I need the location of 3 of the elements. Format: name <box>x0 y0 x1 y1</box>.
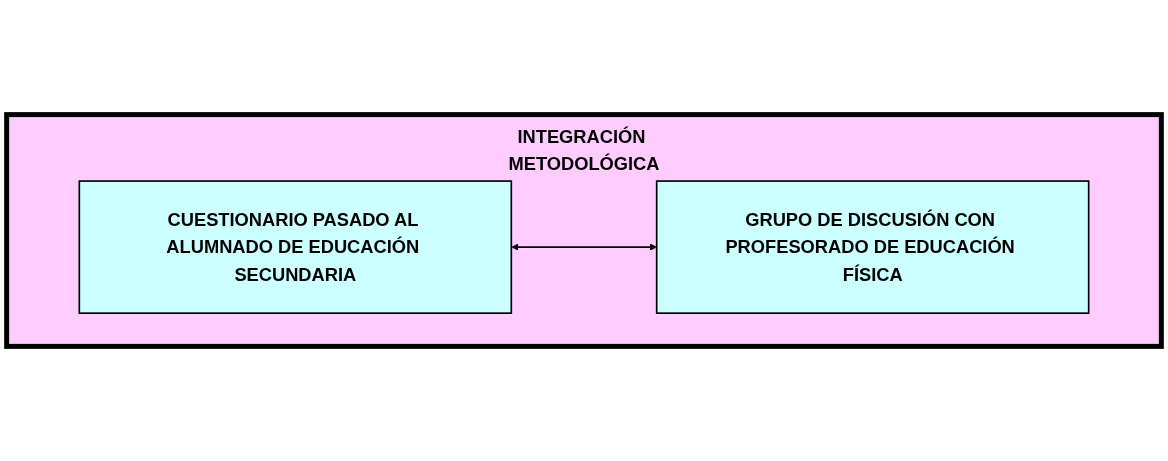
arrow <box>511 243 657 251</box>
node-box: CUESTIONARIO PASADO AL ALUMNADO DE EDUCACIÓN SECUNDARIA <box>78 180 513 314</box>
node-box: GRUPO DE DISCUSIÓN CON PROFESORADO DE EDUCACIÓN FÍSICA <box>655 180 1090 314</box>
